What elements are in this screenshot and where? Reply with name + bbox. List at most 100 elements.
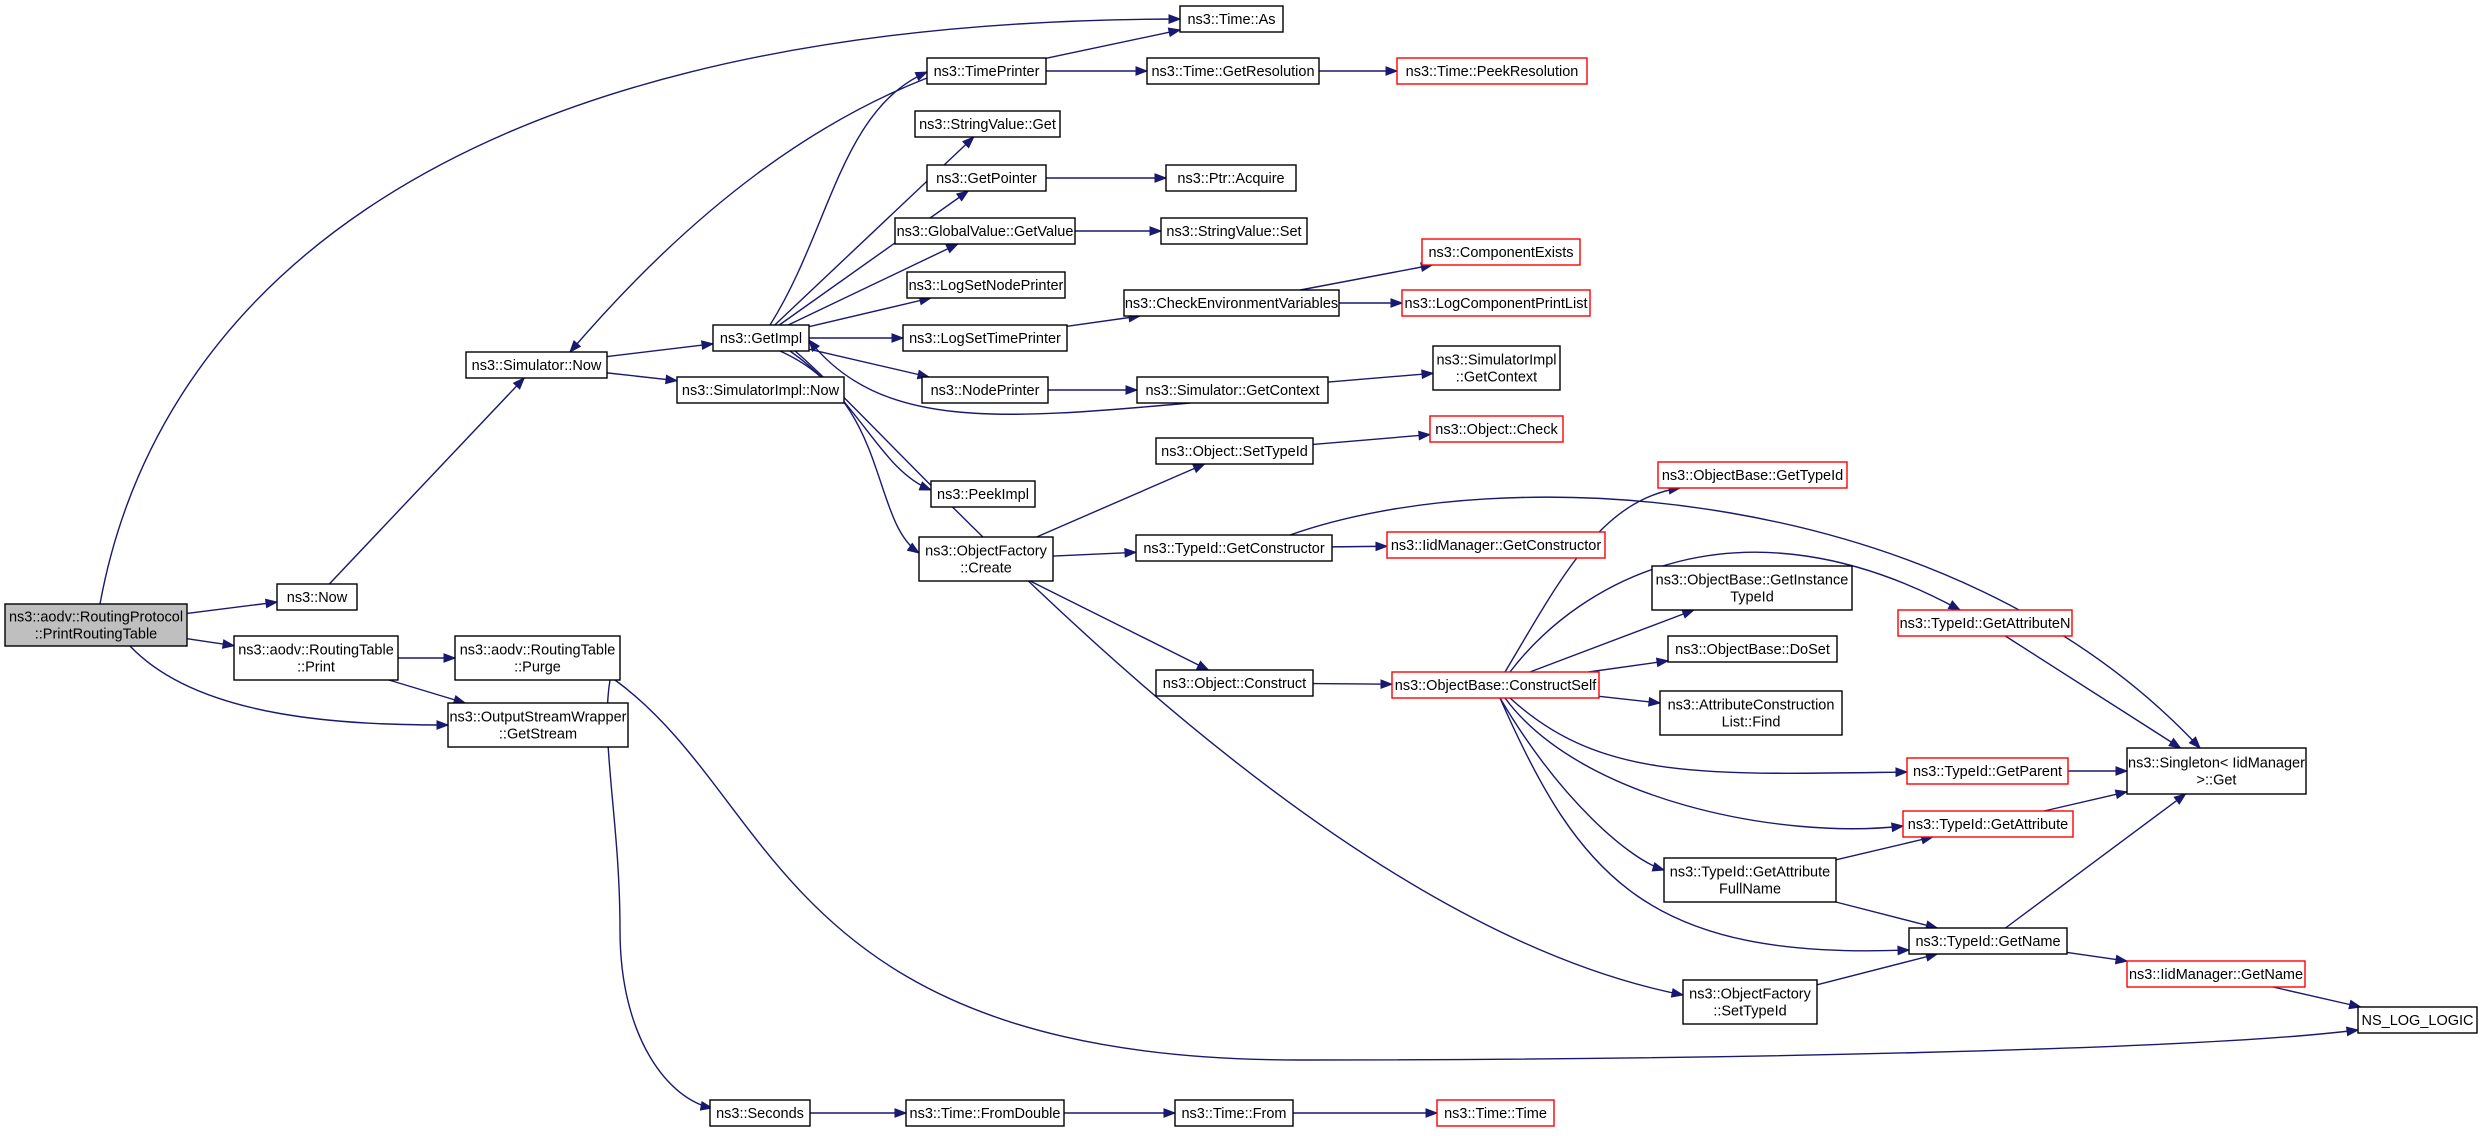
node-rt-purge[interactable]: ns3::aodv::RoutingTable::Purge: [454, 635, 621, 681]
node-checkenv[interactable]: ns3::CheckEnvironmentVariables: [1123, 289, 1340, 317]
node-typeid-getconstructor[interactable]: ns3::TypeId::GetConstructor: [1135, 534, 1333, 562]
node-ns-log-logic[interactable]: NS_LOG_LOGIC: [2357, 1006, 2478, 1034]
node-peekimpl[interactable]: ns3::PeekImpl: [930, 480, 1036, 508]
node-time-from[interactable]: ns3::Time::From: [1174, 1099, 1294, 1127]
edge-objbase_constructself-to-attrconstructionlist_find: [1598, 695, 1662, 707]
node-label: ns3::GetImpl: [720, 331, 802, 347]
node-box: [2126, 747, 2307, 795]
node-objbase-doset[interactable]: ns3::ObjectBase::DoSet: [1667, 635, 1838, 663]
node-objfactory-create[interactable]: ns3::ObjectFactory::Create: [918, 536, 1054, 582]
edge-globalvalue_getvalue-to-stringvalue_set: [1075, 226, 1163, 236]
node-stringvalue-set[interactable]: ns3::StringValue::Set: [1160, 217, 1308, 245]
node-object-settypeid[interactable]: ns3::Object::SetTypeId: [1155, 437, 1314, 465]
node-logcomponentprintlist[interactable]: ns3::LogComponentPrintList: [1401, 289, 1591, 317]
edge-typeid_getconstructor-to-singleton_get: [1289, 496, 2201, 750]
edge-typeid_getattributefullname-to-typeid_getname: [1835, 901, 1939, 930]
node-box: [1667, 635, 1838, 663]
edge-time_from-to-time_time: [1293, 1108, 1439, 1118]
node-label: ns3::aodv::RoutingTable: [238, 643, 394, 659]
node-ptr-acquire[interactable]: ns3::Ptr::Acquire: [1165, 164, 1297, 192]
node-objbase-constructself[interactable]: ns3::ObjectBase::ConstructSelf: [1391, 671, 1600, 699]
node-nodeprinter[interactable]: ns3::NodePrinter: [921, 376, 1049, 404]
node-typeid-getattributen[interactable]: ns3::TypeId::GetAttributeN: [1897, 609, 2073, 637]
node-object-check[interactable]: ns3::Object::Check: [1429, 415, 1564, 443]
node-box: [1908, 927, 2068, 955]
edge-getimpl-to-timeprinter: [769, 71, 929, 326]
node-seconds[interactable]: ns3::Seconds: [709, 1099, 811, 1127]
arrowhead: [1380, 679, 1394, 690]
node-objbase-gettypeid[interactable]: ns3::ObjectBase::GetTypeId: [1657, 461, 1848, 489]
node-sim-now[interactable]: ns3::Simulator::Now: [465, 351, 608, 379]
edge-root-to-time_as: [99, 14, 1182, 605]
node-logsetnodeprinter[interactable]: ns3::LogSetNodePrinter: [906, 271, 1066, 299]
node-label: ::PrintRoutingTable: [35, 627, 158, 643]
node-singleton-get[interactable]: ns3::Singleton< IidManager >::Get: [2126, 747, 2307, 795]
edge-timeprinter-to-time_as: [1045, 27, 1182, 60]
edge-typeid_getname-to-singleton_get: [2005, 793, 2187, 929]
edge-now-to-sim_now: [328, 376, 526, 585]
node-objfactory-settypeid[interactable]: ns3::ObjectFactory::SetTypeId: [1682, 979, 1818, 1025]
node-typeid-getattribute[interactable]: ns3::TypeId::GetAttribute: [1902, 810, 2074, 838]
arrowhead: [1168, 14, 1182, 24]
node-label: ns3::Time::As: [1187, 12, 1275, 28]
arrowhead: [961, 136, 975, 149]
arrowhead: [1651, 862, 1666, 872]
edge-getimpl-to-peekimpl: [789, 350, 933, 491]
node-label: ns3::LogSetTimePrinter: [909, 331, 1061, 347]
node-rt-print[interactable]: ns3::aodv::RoutingTable::Print: [233, 635, 399, 681]
arrowhead: [1891, 822, 1905, 833]
arrowhead: [1192, 463, 1206, 474]
edge-objfactory_settypeid-to-typeid_getname: [1816, 952, 1939, 986]
node-getimpl[interactable]: ns3::GetImpl: [712, 324, 810, 352]
edge-nodeprinter-to-sim_getcontext: [1048, 385, 1139, 395]
node-sim-getcontext[interactable]: ns3::Simulator::GetContext: [1136, 376, 1329, 404]
arrowhead: [918, 481, 933, 491]
arrowhead: [1681, 609, 1696, 619]
node-label: ns3::IidManager::GetName: [2129, 967, 2303, 983]
node-osw-getstream[interactable]: ns3::OutputStreamWrapper::GetStream: [447, 702, 629, 748]
node-label: ns3::Object::Check: [1435, 422, 1558, 438]
node-root[interactable]: ns3::aodv::RoutingProtocol::PrintRouting…: [4, 603, 188, 647]
edge-sim_now-to-getimpl: [606, 340, 715, 358]
node-time-fromdouble[interactable]: ns3::Time::FromDouble: [905, 1099, 1065, 1127]
node-stringvalue-get[interactable]: ns3::StringValue::Get: [914, 110, 1061, 138]
node-box: [1401, 289, 1591, 317]
nodes-layer: ns3::aodv::RoutingProtocol::PrintRouting…: [4, 5, 2478, 1127]
arrowhead: [1135, 66, 1149, 76]
arrowhead: [2168, 737, 2182, 749]
node-time-time[interactable]: ns3::Time::Time: [1436, 1099, 1555, 1127]
arrowhead: [2114, 789, 2129, 800]
node-iidmanager-getconstructor[interactable]: ns3::IidManager::GetConstructor: [1386, 531, 1606, 559]
node-typeid-getparent[interactable]: ns3::TypeId::GetParent: [1906, 757, 2069, 785]
node-time-getresolution[interactable]: ns3::Time::GetResolution: [1146, 57, 1320, 85]
node-simimpl-now[interactable]: ns3::SimulatorImpl::Now: [676, 376, 845, 404]
edge-objbase_constructself-to-typeid_getattribute: [1504, 697, 1905, 833]
node-label: >::Get: [2197, 773, 2237, 789]
node-globalvalue-getvalue[interactable]: ns3::GlobalValue::GetValue: [894, 217, 1076, 245]
node-box: [918, 536, 1054, 582]
node-time-as[interactable]: ns3::Time::As: [1179, 5, 1284, 33]
edge-typeid_getconstructor-to-iidmanager_getconstructor: [1331, 541, 1389, 552]
arrowhead: [1648, 696, 1662, 707]
node-componentexists[interactable]: ns3::ComponentExists: [1421, 238, 1581, 266]
node-logsettimeprinter[interactable]: ns3::LogSetTimePrinter: [902, 324, 1068, 352]
node-timeprinter[interactable]: ns3::TimePrinter: [926, 57, 1047, 85]
node-time-peekresolution[interactable]: ns3::Time::PeekResolution: [1396, 57, 1588, 85]
edge-timeprinter-to-time_getresolution: [1046, 66, 1149, 76]
node-box: [1902, 810, 2074, 838]
node-box: [1663, 857, 1837, 903]
node-box: [1160, 217, 1308, 245]
edge-getpointer-to-ptr_acquire: [1046, 173, 1168, 183]
edge-objbase_constructself-to-typeid_getname: [1499, 697, 1911, 956]
node-typeid-getname[interactable]: ns3::TypeId::GetName: [1908, 927, 2068, 955]
node-now[interactable]: ns3::Now: [276, 583, 358, 611]
arrowhead: [1149, 226, 1163, 236]
node-object-construct[interactable]: ns3::Object::Construct: [1155, 669, 1314, 697]
node-simimpl-getcontext[interactable]: ns3::SimulatorImpl::GetContext: [1432, 345, 1561, 391]
node-getpointer[interactable]: ns3::GetPointer: [926, 164, 1047, 192]
arrowhead: [665, 374, 679, 385]
node-iidmanager-getname[interactable]: ns3::IidManager::GetName: [2126, 960, 2306, 988]
